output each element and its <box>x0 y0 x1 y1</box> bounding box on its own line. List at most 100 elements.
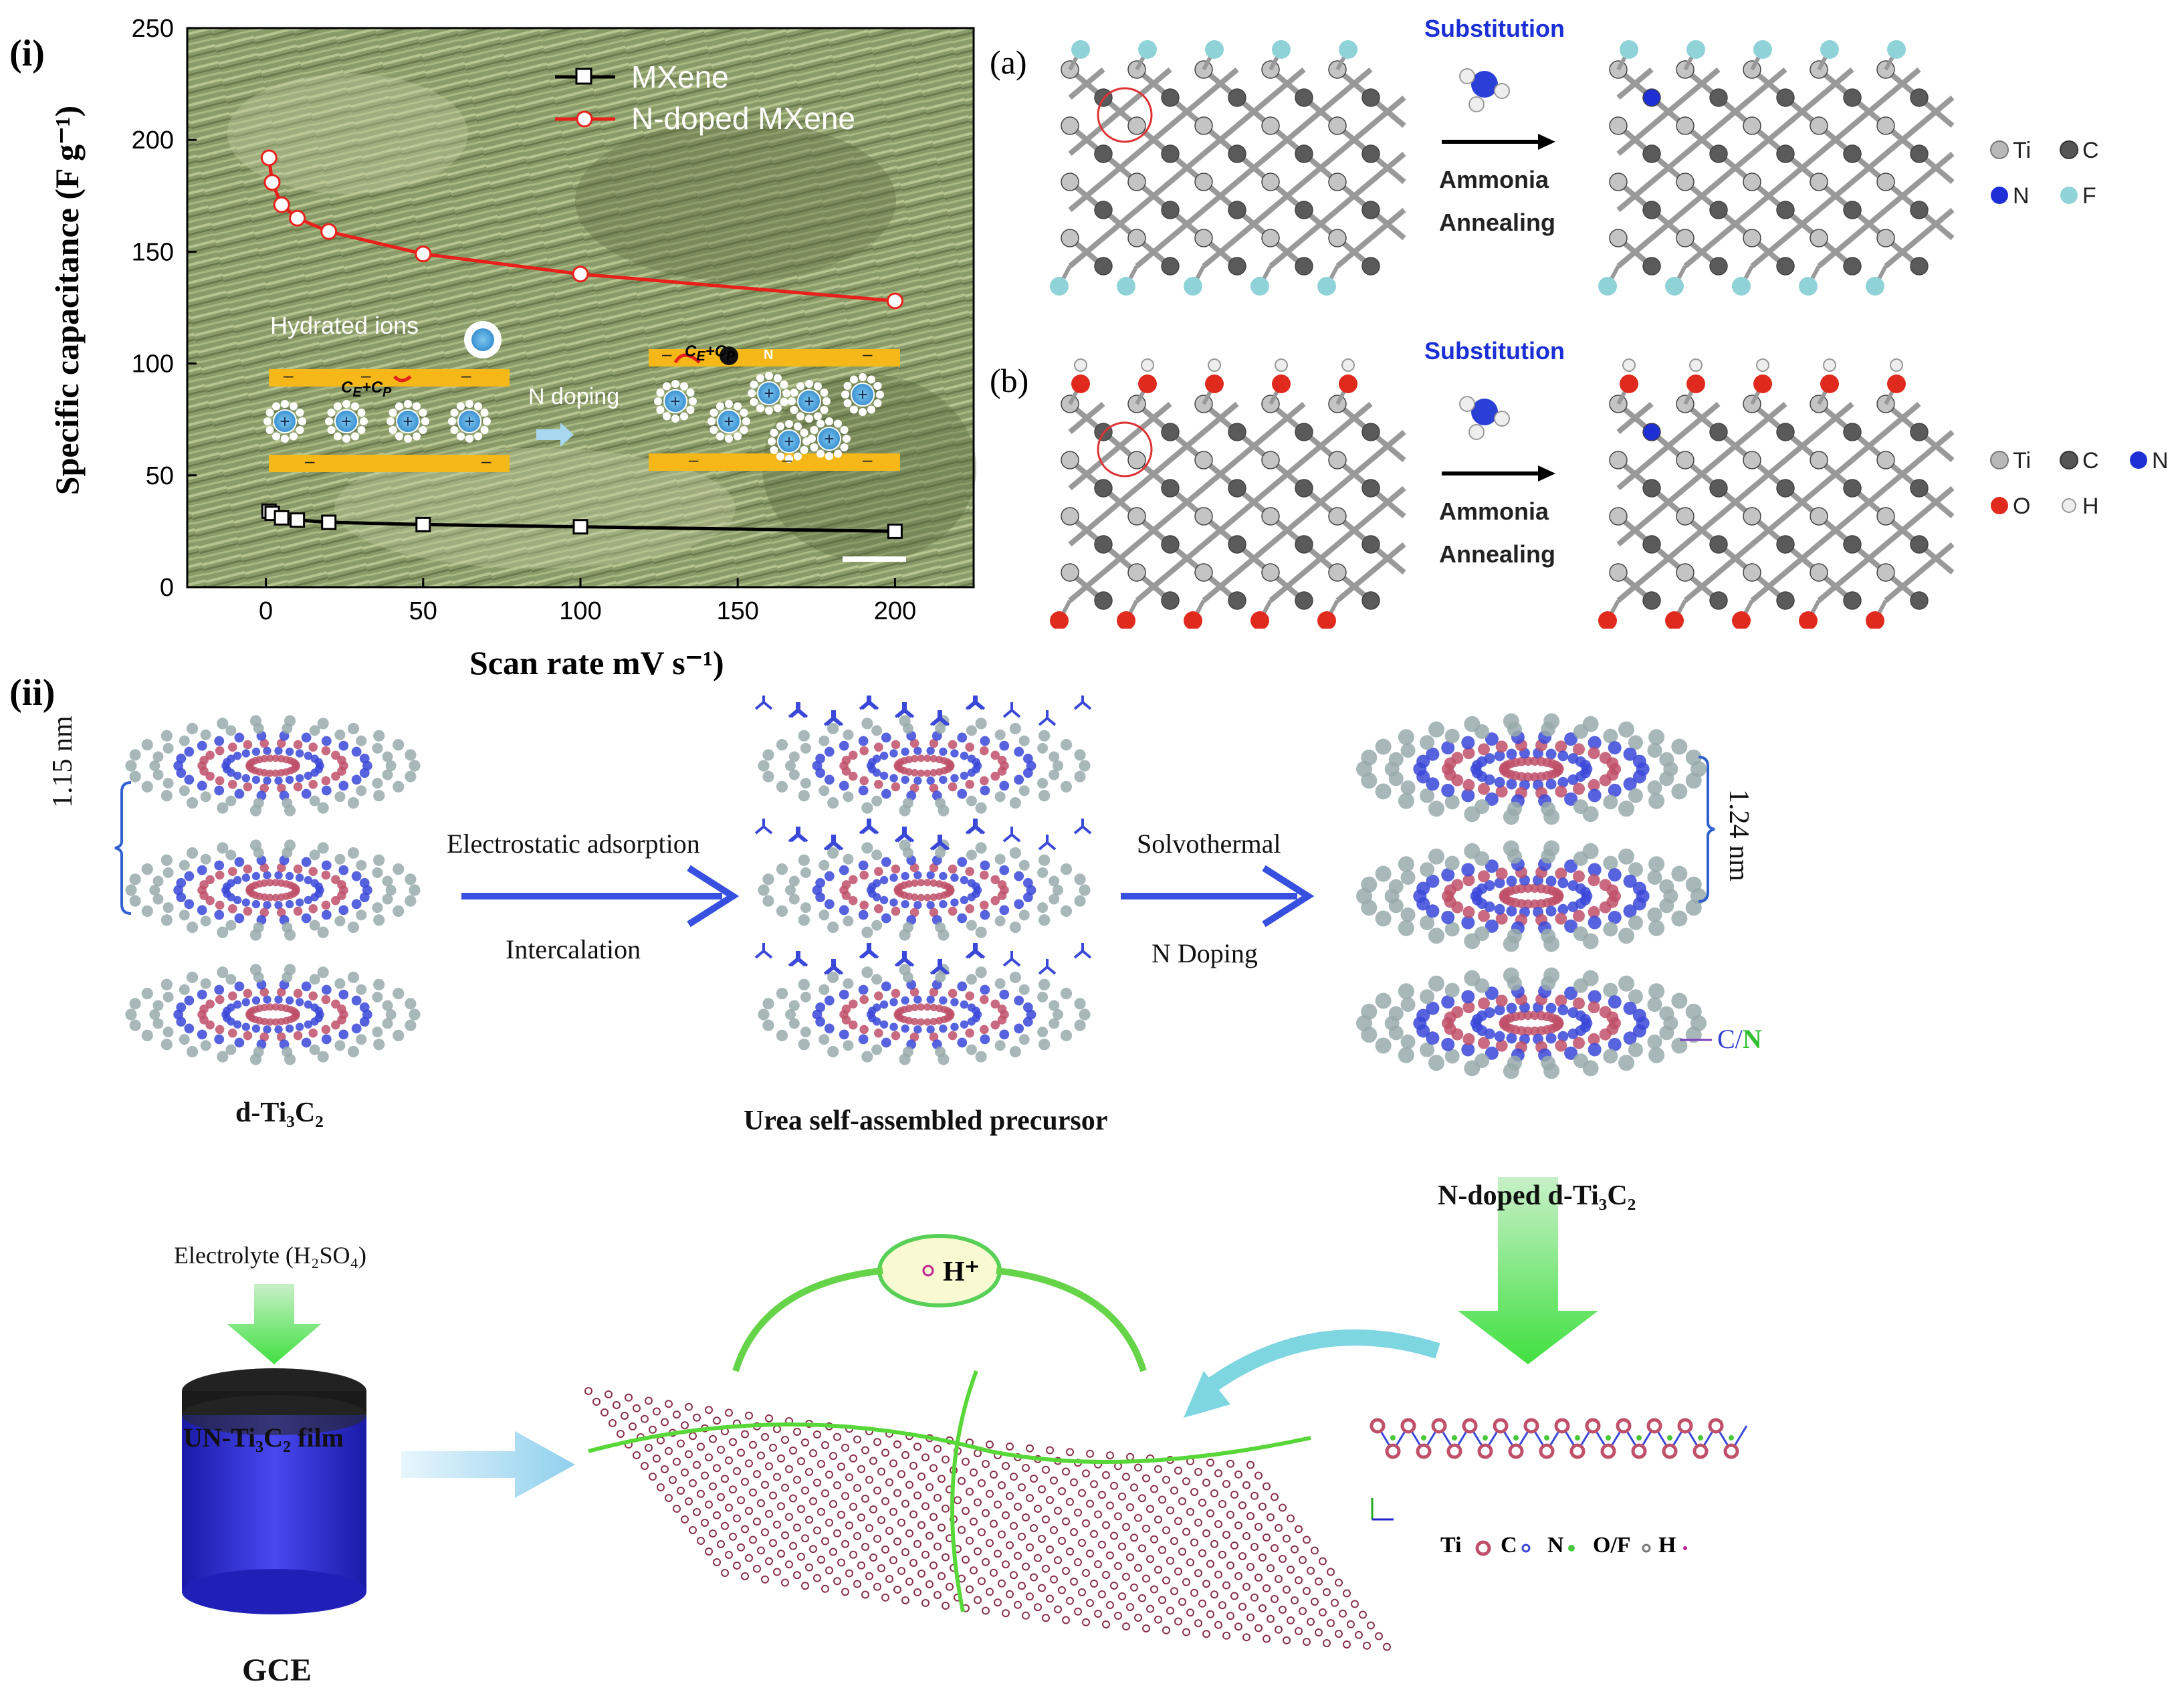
hydrated-ion: + <box>325 400 368 443</box>
stack-atom <box>217 966 229 978</box>
stack-atom <box>292 884 300 892</box>
stack-atom <box>1588 874 1600 887</box>
stack-atom <box>1037 867 1049 878</box>
sheet-atom <box>1259 1554 1267 1562</box>
sheet-atom <box>994 1500 1002 1509</box>
ion-plus: + <box>764 383 774 403</box>
sheet-atom <box>1070 1478 1078 1487</box>
sheet-atom <box>1242 1481 1250 1489</box>
stack-atom <box>999 780 1010 791</box>
stack-atom <box>1428 975 1444 992</box>
dft-structures <box>1050 40 2147 629</box>
stack-atom <box>160 790 173 802</box>
sheet-atom <box>1078 1538 1086 1547</box>
stack-atom <box>285 996 294 1005</box>
stack-atom <box>1074 873 1086 885</box>
terminal-atom <box>1820 375 1839 393</box>
stack-atom <box>317 966 329 978</box>
sheet-atom <box>917 1472 925 1481</box>
sheet-atom <box>753 1564 761 1573</box>
sheet-atom <box>821 1584 829 1593</box>
stack-atom <box>321 1034 332 1045</box>
y-tick-label: 100 <box>132 350 174 379</box>
stack-atom <box>351 774 362 785</box>
sheet-atom <box>1106 1501 1114 1510</box>
side-n-atom <box>1421 1435 1426 1441</box>
sheet-atom <box>1046 1545 1054 1554</box>
synthesis-scheme <box>114 696 1748 1651</box>
stack-atom <box>1461 916 1475 930</box>
stack-atom <box>980 870 989 880</box>
stack-atom <box>1659 879 1674 894</box>
sheet-atom <box>729 1485 737 1494</box>
sheet-atom <box>946 1582 954 1591</box>
stack-atom <box>1582 843 1599 859</box>
stack-atom <box>930 1003 938 1012</box>
stack-atom <box>359 753 370 764</box>
stack-atom <box>1494 1004 1505 1016</box>
sheet-atom <box>745 1411 753 1420</box>
sheet-atom <box>1050 1476 1058 1485</box>
lattice-atom <box>1161 423 1180 441</box>
stack-atom <box>990 750 1000 760</box>
stack-atom <box>879 895 889 905</box>
stack-atom <box>1426 904 1440 918</box>
urea-molecule <box>754 696 773 710</box>
stack-atom <box>227 779 237 789</box>
stack-atom <box>356 1034 367 1045</box>
sheet-atom <box>1042 1564 1050 1573</box>
stack-atom <box>788 751 800 762</box>
sheet-atom <box>1343 1640 1351 1648</box>
stack-atom <box>277 893 286 901</box>
stack-atom <box>1477 743 1490 756</box>
sheet-atom <box>705 1453 713 1462</box>
stack-atom <box>874 1028 883 1038</box>
lattice-atom <box>1261 229 1280 247</box>
stack-atom <box>1022 1002 1033 1013</box>
stack-atom <box>331 875 340 885</box>
sheet-atom <box>1250 1543 1259 1551</box>
sheet-atom <box>1002 1511 1010 1519</box>
stack-atom <box>317 842 329 854</box>
side-n-atom <box>1667 1435 1672 1441</box>
stack-atom <box>1400 907 1416 922</box>
stack-atom <box>372 1027 383 1038</box>
sheet-atom <box>1054 1605 1062 1614</box>
sheet-atom <box>617 1430 625 1438</box>
stack-atom <box>197 740 207 751</box>
stack-atom <box>997 891 1007 900</box>
sheet-atom <box>777 1550 785 1558</box>
side-ti-atom <box>1554 1418 1570 1434</box>
sheet-atom <box>1206 1458 1214 1467</box>
lattice-atom <box>1295 423 1313 441</box>
stack-atom <box>152 875 164 887</box>
scheme-legend-of: O/F <box>1593 1533 1631 1558</box>
stack-atom <box>1398 983 1414 1000</box>
stack-atom <box>1573 743 1586 756</box>
sheet-atom <box>1082 1618 1090 1626</box>
gce-label: GCE <box>242 1653 312 1688</box>
sheet-atom <box>1299 1556 1307 1564</box>
stack-atom <box>351 746 362 757</box>
stack-atom <box>1461 736 1475 750</box>
stack-atom <box>1564 732 1578 746</box>
stack-atom <box>227 742 237 752</box>
sheet-atom <box>1038 1584 1046 1592</box>
legend-b-n: N <box>2152 448 2169 473</box>
stack-atom <box>980 1025 989 1035</box>
side-ti-atom <box>1662 1443 1678 1459</box>
stack-atom <box>301 732 312 743</box>
terminal-atom <box>1050 277 1069 296</box>
stack-atom <box>975 718 987 730</box>
lattice-atom <box>1709 535 1728 554</box>
sheet-atom <box>817 1507 825 1516</box>
sheet-atom <box>917 1569 925 1578</box>
lattice-atom <box>1295 201 1313 219</box>
stack-atom <box>824 746 835 757</box>
sheet-atom <box>1062 1566 1070 1575</box>
electrolyte-label: Electrolyte (H₂SO₄) <box>174 1242 367 1269</box>
stack-atom <box>334 916 346 927</box>
stack-atom <box>858 1034 869 1045</box>
sheet-atom <box>725 1503 733 1512</box>
sheet-atom <box>962 1556 970 1564</box>
